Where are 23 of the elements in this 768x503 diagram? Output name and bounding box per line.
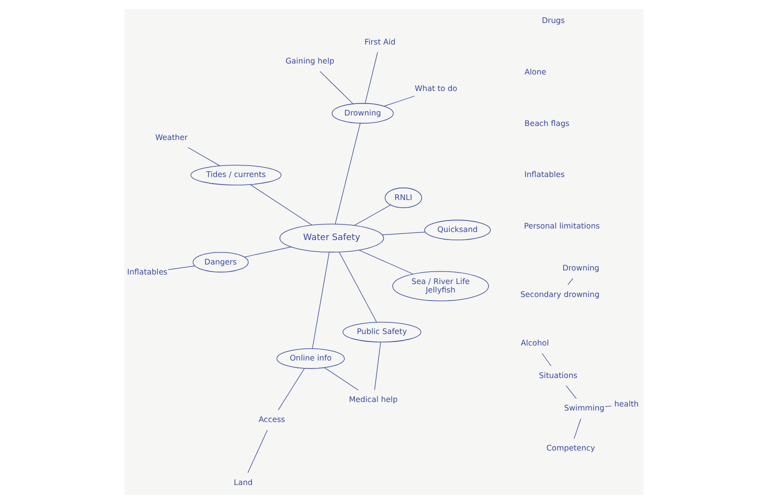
- connector: [324, 366, 359, 390]
- connector: [382, 231, 426, 235]
- connector: [338, 251, 377, 322]
- connector: [574, 418, 582, 438]
- connector: [374, 341, 381, 390]
- connector: [364, 51, 378, 104]
- connector: [278, 368, 305, 410]
- connector: [568, 277, 574, 285]
- connector: [320, 70, 354, 104]
- connector: [168, 265, 196, 270]
- connector: [312, 251, 330, 348]
- connector: [384, 95, 415, 106]
- connector: [542, 352, 552, 366]
- connector: [250, 184, 312, 225]
- connector: [358, 249, 414, 274]
- connector: [604, 405, 612, 406]
- connector: [244, 246, 292, 257]
- node-ellipse: Water Safety: [279, 223, 384, 252]
- connector: [248, 429, 268, 473]
- connector: [334, 122, 361, 224]
- connector: [354, 204, 391, 226]
- connector: [188, 146, 220, 166]
- connector: [566, 384, 577, 398]
